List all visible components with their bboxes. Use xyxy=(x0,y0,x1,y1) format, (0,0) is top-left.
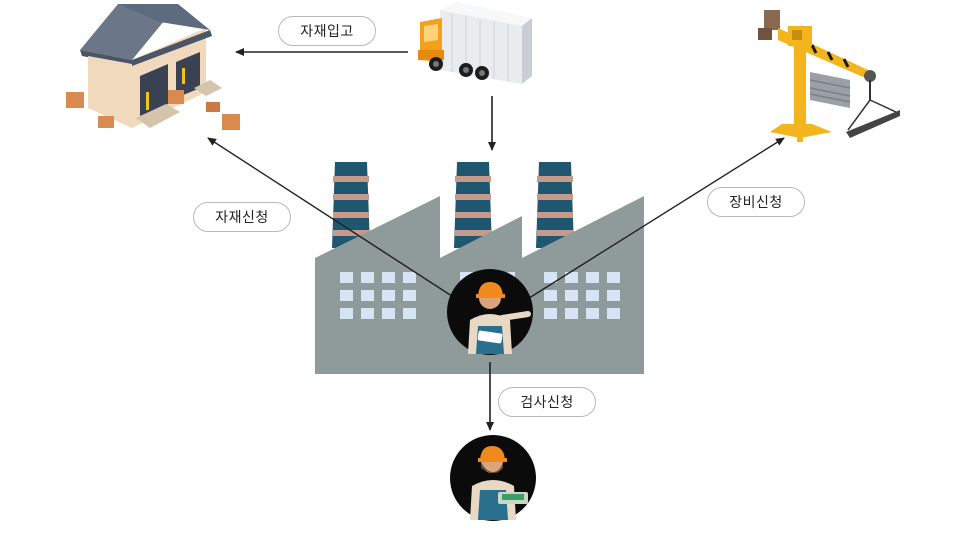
chimney xyxy=(536,162,574,248)
crane-icon xyxy=(758,10,900,142)
label-material-request: 자재신청 xyxy=(193,202,291,232)
worker-icon xyxy=(447,269,533,355)
arrow-worker-to-warehouse xyxy=(207,137,459,301)
label-material-request-text: 자재신청 xyxy=(215,210,269,226)
arrow-worker-to-crane xyxy=(525,137,785,301)
factory-windows xyxy=(340,272,620,319)
label-equipment-request: 장비신청 xyxy=(707,187,805,217)
warehouse-icon xyxy=(66,4,240,130)
label-inspection-request: 검사신청 xyxy=(498,387,596,417)
label-equipment-request-text: 장비신청 xyxy=(729,195,783,211)
truck-icon xyxy=(418,2,532,84)
label-material-receipt: 자재입고 xyxy=(278,16,376,46)
label-material-receipt-text: 자재입고 xyxy=(300,24,354,40)
chimney xyxy=(332,162,370,248)
chimney xyxy=(454,162,492,248)
inspector-icon xyxy=(450,435,536,521)
label-inspection-request-text: 검사신청 xyxy=(520,395,574,411)
